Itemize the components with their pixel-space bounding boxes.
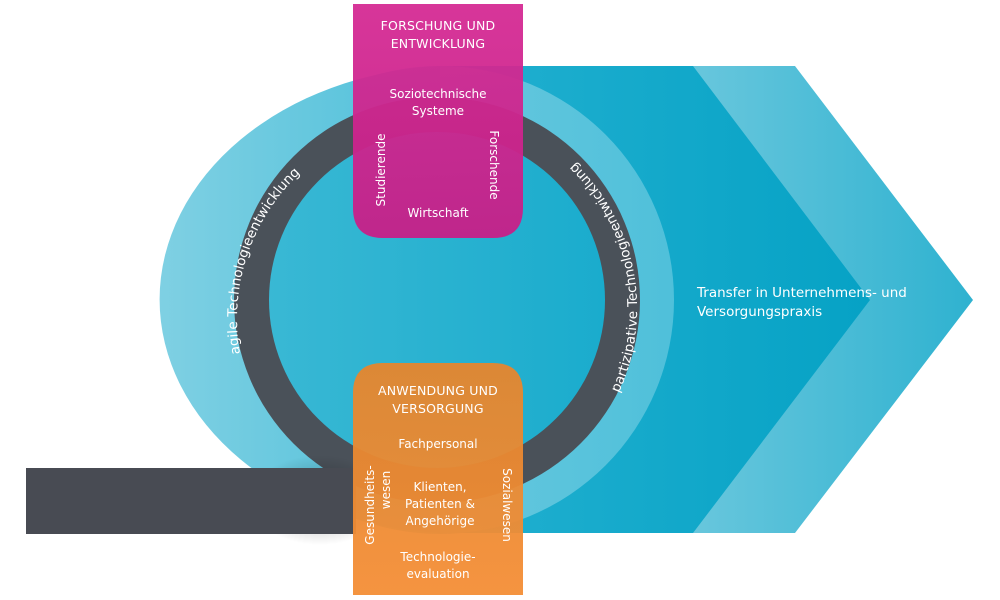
research-right-label: Forschende xyxy=(487,130,501,199)
research-left-label: Studierende xyxy=(374,134,388,207)
research-bottom-label: Wirtschaft xyxy=(407,206,468,220)
application-right-label: Sozialwesen xyxy=(500,468,514,542)
research-center-line1: Soziotechnische xyxy=(389,87,486,101)
application-title-line1: ANWENDUNG UND xyxy=(378,383,498,398)
research-center-line2: Systeme xyxy=(412,104,464,118)
transfer-label-line1: Transfer in Unternehmens- und xyxy=(696,285,907,301)
application-left-line2: wesen xyxy=(379,471,393,509)
application-center-line2: Patienten & xyxy=(405,497,475,511)
transfer-label-line2: Versorgungspraxis xyxy=(697,304,822,320)
application-center-line3: Angehörige xyxy=(405,514,474,528)
application-title-line2: VERSORGUNG xyxy=(392,401,483,416)
application-top-label: Fachpersonal xyxy=(398,437,477,451)
application-center-line1: Klienten, xyxy=(413,480,466,494)
research-title-line2: ENTWICKLUNG xyxy=(391,36,486,51)
research-box: FORSCHUNG UND ENTWICKLUNG Soziotechnisch… xyxy=(353,4,523,238)
input-bar xyxy=(26,468,356,534)
research-title-line1: FORSCHUNG UND xyxy=(381,18,496,33)
application-box: ANWENDUNG UND VERSORGUNG Fachpersonal Kl… xyxy=(353,363,523,595)
application-bottom-line2: evaluation xyxy=(406,567,469,581)
application-left-line1: Gesundheits- xyxy=(363,465,377,544)
application-bottom-line1: Technologie- xyxy=(399,550,475,564)
